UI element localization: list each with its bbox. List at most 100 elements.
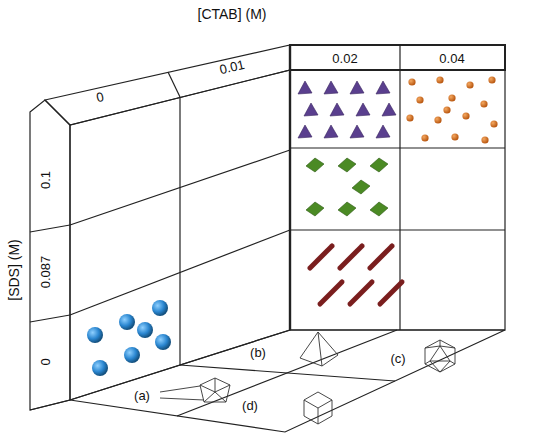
rod-particle [340, 246, 362, 268]
rod-particle [310, 246, 332, 268]
dot-particle [488, 76, 495, 83]
icosahedron-face [430, 346, 450, 361]
dot-particle [490, 120, 497, 127]
triangle-particle [376, 125, 390, 138]
dot-particle [434, 116, 441, 123]
dot-particle [451, 133, 458, 140]
icosahedron-edge [450, 361, 455, 364]
row-header: 0.1 [39, 171, 52, 189]
grid-lines [30, 45, 505, 432]
dot-particle [408, 78, 415, 85]
header-divider [168, 72, 180, 97]
right-wall [290, 70, 505, 330]
icosahedron-edge [425, 346, 440, 348]
corner-edge [289, 45, 291, 330]
triangle-particle [356, 103, 370, 116]
dot-particle [436, 76, 443, 83]
sphere-particle [152, 300, 168, 316]
icosahedron-wireframe [425, 340, 455, 372]
decahedron-edges [215, 378, 230, 392]
left-wall [70, 70, 290, 400]
axis-row-line [30, 225, 70, 232]
triangle-particle [330, 103, 344, 116]
decahedron-wireframe [200, 378, 230, 402]
dot-particle [462, 112, 469, 119]
shape-callout: (b) [249, 346, 267, 359]
shape-callout: (c) [389, 352, 406, 365]
dot-particle [421, 134, 428, 141]
cube-particle [352, 180, 370, 194]
triangle-particle [350, 125, 364, 138]
axis-row-line [30, 315, 70, 322]
column-header: 0.04 [439, 52, 464, 65]
icosahedron-edge [425, 361, 430, 364]
cube-particle [338, 158, 356, 172]
axis-title: [CTAB] (M) [198, 7, 267, 21]
icosahedron-edge [430, 361, 440, 372]
row-header: 0 [39, 358, 52, 365]
rod-particle [380, 282, 402, 304]
decahedron-edge [215, 392, 226, 402]
cube-edge [318, 408, 319, 424]
cube-particle [370, 158, 388, 172]
sphere-particle [137, 322, 153, 338]
column-line [179, 97, 180, 365]
leader-line [160, 386, 200, 392]
dot-particle [448, 94, 455, 101]
cube-particle [338, 202, 356, 216]
icosahedron-edge [440, 361, 450, 372]
triangle-particle [298, 81, 312, 94]
shape-callout: (d) [241, 399, 259, 412]
floor-edge [30, 400, 70, 410]
decahedron-edge [204, 392, 215, 402]
triangle-particle [298, 125, 312, 138]
pyramid-edge [318, 332, 322, 366]
sphere-particle [155, 334, 171, 350]
ctab-header-left [45, 45, 290, 125]
triangle-particle [350, 81, 364, 94]
dot-particle [416, 96, 423, 103]
column-header: 0 [95, 90, 105, 104]
floor [70, 330, 505, 432]
row-header: 0.087 [39, 256, 52, 289]
triangle-particle [382, 103, 396, 116]
dot-particle [480, 100, 487, 107]
cube-particle [306, 158, 324, 172]
dot-particle [481, 136, 488, 143]
icosahedron-edge [440, 346, 455, 348]
dot-particle [466, 81, 473, 88]
cube-wireframe [304, 392, 332, 424]
cube-edge [304, 400, 332, 408]
pyramid-wireframe [300, 332, 338, 366]
column-header: 0.01 [218, 58, 246, 76]
triangle-particle [324, 81, 338, 94]
cube-particle [370, 202, 388, 216]
column-line [399, 70, 400, 330]
dot-particle [406, 114, 413, 121]
wireframes [160, 332, 455, 424]
sphere-particle [119, 314, 135, 330]
triangle-particle [304, 103, 318, 116]
nanoparticles [87, 76, 498, 376]
sds-axis-strip [30, 100, 70, 410]
row-line [290, 147, 505, 148]
triangle-particle [324, 125, 338, 138]
cube-particle [306, 202, 324, 216]
shape-callout: (a) [133, 389, 151, 402]
column-header: 0.02 [332, 52, 357, 65]
row-line [290, 229, 505, 230]
sphere-particle [124, 347, 140, 363]
axis-title: [SDS] (M) [7, 239, 21, 300]
leader-line [160, 398, 204, 400]
rod-particle [320, 282, 342, 304]
rod-particle [370, 246, 392, 268]
dot-particle [443, 106, 450, 113]
triangle-particle [376, 81, 390, 94]
rod-particle [350, 282, 372, 304]
header-divider [399, 45, 400, 70]
sphere-particle [87, 327, 103, 343]
sphere-particle [92, 360, 108, 376]
decahedron-edge [200, 385, 215, 392]
